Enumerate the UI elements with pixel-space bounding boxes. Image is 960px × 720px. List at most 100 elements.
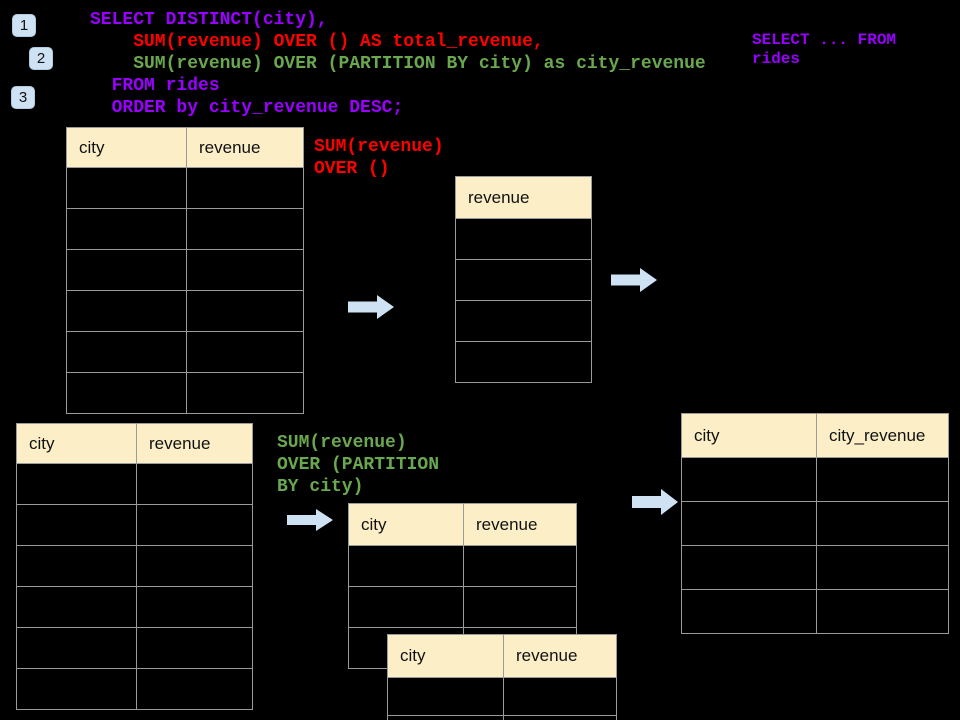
- table-cell: [16, 586, 137, 628]
- table-row: [16, 545, 253, 587]
- table-row: [455, 218, 592, 260]
- table-cell: [681, 545, 817, 590]
- column-header-city-revenue: city_revenue: [816, 413, 949, 458]
- table-cell: [387, 715, 504, 720]
- annotation-partition-line-1: SUM(revenue): [277, 433, 407, 453]
- arrow-shape: [611, 268, 657, 292]
- table-cell: [186, 208, 304, 250]
- arrow-right-icon: [348, 295, 394, 319]
- sql-line-from: FROM rides: [90, 76, 220, 96]
- sql-line-select: SELECT DISTINCT(city),: [90, 10, 328, 30]
- table-header-row: city revenue: [16, 423, 253, 464]
- table-cell: [503, 715, 617, 720]
- side-note-line-2: rides: [752, 50, 801, 68]
- table-cell: [66, 331, 187, 373]
- table-row: [66, 208, 304, 250]
- table-cell: [66, 249, 187, 291]
- table-cell: [681, 457, 817, 502]
- table-row: [66, 372, 304, 414]
- table-partition-step-2: city revenue: [387, 634, 617, 720]
- table-cell: [186, 331, 304, 373]
- arrow-shape: [287, 509, 333, 531]
- annotation-partition-line-2: OVER (PARTITION: [277, 455, 440, 475]
- table-row: [66, 331, 304, 373]
- table-row: [16, 668, 253, 710]
- table-cell: [66, 372, 187, 414]
- arrow-right-icon: [287, 509, 333, 531]
- table-row: [387, 677, 617, 716]
- table-cell: [455, 218, 592, 260]
- table-cell: [16, 504, 137, 546]
- arrow-right-icon: [611, 268, 657, 292]
- table-row: [681, 589, 949, 634]
- table-cell: [16, 463, 137, 505]
- table-cell: [681, 589, 817, 634]
- table-cell: [186, 249, 304, 291]
- table-cell: [136, 627, 253, 669]
- table-cell: [348, 586, 464, 628]
- table-row: [16, 463, 253, 505]
- sql-query: SELECT DISTINCT(city), SUM(revenue) OVER…: [90, 9, 706, 119]
- column-header-revenue: revenue: [463, 503, 577, 546]
- table-cell: [463, 586, 577, 628]
- table-row: [681, 545, 949, 590]
- column-header-city: city: [66, 127, 187, 168]
- annotation-partition-line-3: BY city): [277, 477, 364, 497]
- table-row: [348, 545, 577, 587]
- sql-line-city-revenue: SUM(revenue) OVER (PARTITION BY city) as…: [90, 54, 706, 74]
- table-cell: [66, 167, 187, 209]
- table-row: [66, 249, 304, 291]
- table-header-row: city city_revenue: [681, 413, 949, 458]
- side-note-line-1: SELECT ... FROM: [752, 31, 897, 49]
- table-cell: [816, 589, 949, 634]
- annotation-total-line-1: SUM(revenue): [314, 137, 444, 157]
- arrow-right-icon: [632, 489, 678, 515]
- table-cell: [455, 300, 592, 342]
- column-header-city: city: [681, 413, 817, 458]
- table-cell: [186, 372, 304, 414]
- table-cell: [136, 463, 253, 505]
- table-total-revenue-result: revenue: [455, 176, 592, 383]
- table-row: [66, 167, 304, 209]
- table-header-row: city revenue: [348, 503, 577, 546]
- table-cell: [16, 545, 137, 587]
- table-cell: [816, 501, 949, 546]
- table-cell: [503, 677, 617, 716]
- table-cell: [681, 501, 817, 546]
- table-cell: [136, 668, 253, 710]
- table-row: [66, 290, 304, 332]
- sql-line-total-revenue: SUM(revenue) OVER () AS total_revenue,: [90, 32, 544, 52]
- table-row: [455, 259, 592, 301]
- column-header-city: city: [348, 503, 464, 546]
- table-cell: [136, 504, 253, 546]
- arrow-shape: [348, 295, 394, 319]
- step-badge-1: 1: [12, 14, 36, 37]
- table-cell: [16, 627, 137, 669]
- table-cell: [816, 457, 949, 502]
- table-row: [681, 457, 949, 502]
- table-cell: [136, 586, 253, 628]
- table-row: [387, 715, 617, 720]
- table-header-row: city revenue: [66, 127, 304, 168]
- column-header-revenue: revenue: [136, 423, 253, 464]
- table-row: [16, 627, 253, 669]
- table-cell: [66, 208, 187, 250]
- table-row: [455, 341, 592, 383]
- sql-line-order-by: ORDER by city_revenue DESC;: [90, 98, 404, 118]
- table-header-row: city revenue: [387, 634, 617, 678]
- column-header-city: city: [16, 423, 137, 464]
- step-badge-3: 3: [11, 86, 35, 109]
- column-header-revenue: revenue: [455, 176, 592, 219]
- arrow-shape: [632, 489, 678, 515]
- table-row: [681, 501, 949, 546]
- table-cell: [455, 259, 592, 301]
- table-source-rides-top: city revenue: [66, 127, 304, 414]
- table-source-rides-bottom: city revenue: [16, 423, 253, 710]
- column-header-revenue: revenue: [503, 634, 617, 678]
- table-row: [455, 300, 592, 342]
- table-cell: [816, 545, 949, 590]
- table-cell: [455, 341, 592, 383]
- step-badge-2: 2: [29, 47, 53, 70]
